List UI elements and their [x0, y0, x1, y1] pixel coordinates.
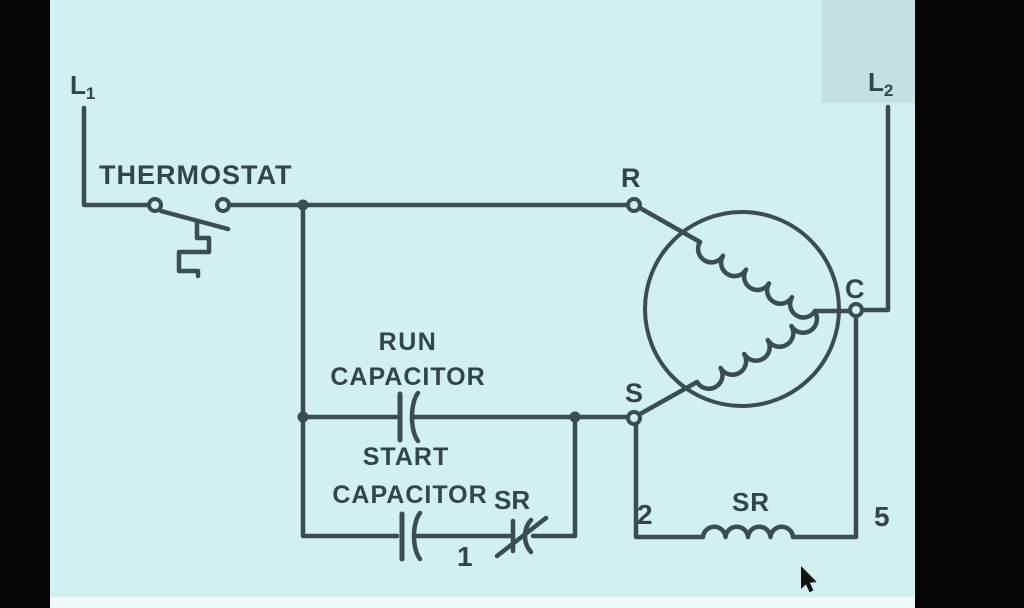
l2-label: L2 — [868, 67, 894, 100]
left-rail-wire — [300, 202, 400, 539]
junction-dot-run-cap-right — [569, 411, 581, 423]
thermostat-contact-left — [147, 197, 163, 213]
c-terminal — [848, 302, 864, 318]
motor-body — [643, 210, 841, 408]
l2-lead-wire — [860, 104, 891, 313]
thermostat-bimetal-squiggle — [176, 218, 212, 279]
sr-contact-slash — [494, 515, 549, 559]
run-capacitor-label-line1: RUN — [378, 328, 438, 356]
s-terminal-label: S — [625, 378, 644, 408]
bottom-light-strip — [50, 597, 915, 608]
run-capacitor-label-line2: CAPACITOR — [330, 363, 486, 391]
motor-start-winding — [694, 309, 820, 391]
c-terminal-label: C — [845, 274, 865, 304]
start-capacitor-label-line1: START — [362, 443, 450, 471]
junction-dot-run-cap-left — [297, 411, 309, 423]
terminal-5-label: 5 — [874, 501, 890, 532]
thermostat-label: THERMOSTAT — [99, 160, 293, 190]
motor-run-winding — [695, 239, 818, 320]
video-artifact-tint — [822, 0, 915, 103]
s-drop-wire — [633, 422, 706, 540]
terminal-2-label: 2 — [637, 499, 653, 530]
l1-label: L1 — [70, 70, 96, 103]
start-capacitor-label-line2: CAPACITOR — [332, 481, 488, 509]
r-diagonal-wire — [637, 205, 703, 245]
r-terminal-label: R — [621, 163, 641, 193]
s-diagonal-wire — [637, 379, 700, 417]
pillarbox-bar-right — [915, 0, 1024, 608]
sr-contact-label: SR — [494, 485, 531, 515]
terminal-1-label: 1 — [457, 541, 473, 572]
thermostat-blade — [158, 208, 231, 232]
sr-coil-label: SR — [731, 487, 771, 517]
junction-dot-thermostat-line — [297, 199, 309, 211]
r-terminal — [626, 197, 642, 213]
coil-to-c-wire — [790, 314, 859, 540]
thermostat-contact-right — [215, 197, 231, 213]
l1-lead-wire — [81, 105, 151, 208]
start-branch-wire-right — [530, 418, 578, 539]
mouse-cursor-icon — [801, 566, 817, 593]
pillarbox-bar-left — [0, 0, 50, 608]
sr-coil — [700, 524, 796, 540]
